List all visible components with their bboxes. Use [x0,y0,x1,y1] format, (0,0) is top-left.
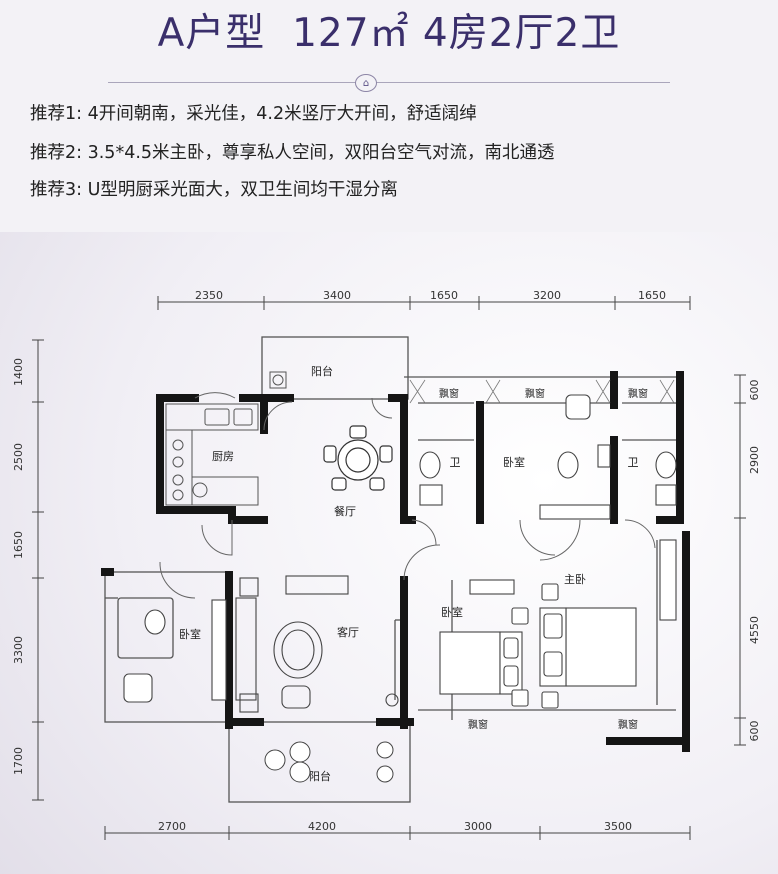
dim-right: 600 [748,380,761,401]
dim-top: 2350 [195,289,223,302]
header-panel: A户型 127㎡ 4房2厅2卫 ⌂ 推荐1: 4开间朝南，采光佳，4.2米竖厅大… [0,0,778,232]
door-swings [159,392,656,599]
dim-top: 1650 [638,289,666,302]
room-label-bath-2: 卫 [628,456,639,469]
dim-right: 4550 [748,616,761,644]
room-label-kitchen: 厨房 [212,450,234,463]
room-label-bedroom-north: 卧室 [503,455,525,469]
dim-bottom: 4200 [308,820,336,833]
dim-top: 3400 [323,289,351,302]
dim-left: 2500 [12,443,25,471]
room-label-balcony-south: 阳台 [309,769,331,783]
recommendation-label: 推荐3: [30,180,83,200]
recommendation-3: 推荐3: U型明厨采光面大，双卫生间均干湿分离 [30,176,398,201]
dining-table-icon [323,425,393,491]
dim-left: 1650 [12,531,25,559]
room-label-bay-window: 飘窗 [628,387,648,400]
recommendation-label: 推荐2: [30,143,83,163]
room-label-bay-window: 飘窗 [618,718,638,731]
dim-right: 600 [748,721,761,742]
recommendation-2: 推荐2: 3.5*4.5米主卧，尊享私人空间，双阳台空气对流，南北通透 [30,139,555,164]
room-label-dining: 餐厅 [334,504,356,518]
dim-bottom: 2700 [158,820,186,833]
page-title: A户型 127㎡ 4房2厅2卫 [157,11,621,56]
dim-top: 3200 [533,289,561,302]
room-label-bay-window: 飘窗 [439,387,459,400]
dimension-labels: 2350 3400 1650 3200 1650 2700 4200 3000 … [12,289,761,833]
recommendation-text: U型明厨采光面大，双卫生间均干湿分离 [87,180,398,200]
dimension-lines [32,296,746,840]
room-label-bay-window: 飘窗 [468,718,488,731]
room-labels: 阳台 厨房 餐厅 飘窗 飘窗 飘窗 卫 卧室 卫 主卧 卧室 卧室 客厅 飘窗 … [179,364,648,783]
dim-left: 1400 [12,358,25,386]
room-label-master-bedroom: 主卧 [564,573,586,586]
bay-window-marks [409,379,675,404]
recommendation-text: 3.5*4.5米主卧，尊享私人空间，双阳台空气对流，南北通透 [87,143,555,163]
dim-top: 1650 [430,289,458,302]
recommendation-text: 4开间朝南，采光佳，4.2米竖厅大开间，舒适阔绰 [87,104,477,124]
title-divider [108,82,670,83]
recommendation-label: 推荐1: [30,104,83,124]
room-label-balcony-north: 阳台 [311,364,333,378]
recommendation-1: 推荐1: 4开间朝南，采光佳，4.2米竖厅大开间，舒适阔绰 [30,100,477,125]
dim-bottom: 3000 [464,820,492,833]
room-label-bedroom-west: 卧室 [179,627,201,641]
floor-plan: 2350 3400 1650 3200 1650 2700 4200 3000 … [12,289,761,840]
walls [101,371,690,752]
room-label-bedroom-south: 卧室 [441,605,463,619]
house-icon: ⌂ [355,74,377,92]
bathroom-fixtures [144,394,677,635]
kitchen-fixtures [165,371,287,506]
room-label-bath-1: 卫 [450,456,461,469]
balcony-furniture [264,741,394,783]
thin-outlines [104,336,680,803]
living-room-furniture [235,575,399,713]
dim-left: 3300 [12,636,25,664]
bedroom-furniture [123,504,677,709]
dim-left: 1700 [12,747,25,775]
room-label-living: 客厅 [337,625,359,639]
dim-right: 2900 [748,446,761,474]
room-label-bay-window: 飘窗 [525,387,545,400]
dim-bottom: 3500 [604,820,632,833]
